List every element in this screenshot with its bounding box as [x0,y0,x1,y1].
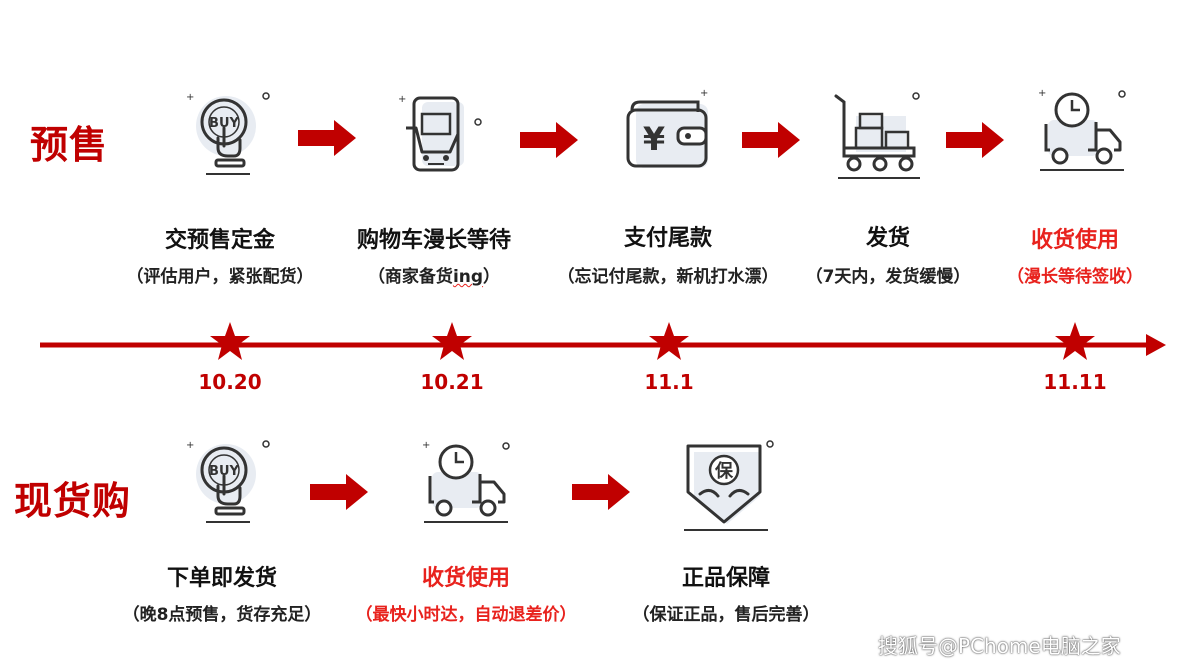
watermark: 搜狐号@PChome电脑之家 [878,634,1121,658]
step-title: 支付尾款 [623,226,712,251]
step-subtitle: （评估用户，紧张配货） [126,267,314,287]
timeline-date: 10.21 [420,370,484,394]
flow-arrow [298,120,356,156]
svg-text:保: 保 [714,460,734,482]
timeline-date: 11.11 [1043,370,1107,394]
flow-arrow [742,122,800,158]
svg-text:¥: ¥ [643,120,665,158]
step-subtitle: （忘记付尾款，新机打水漂） [557,267,779,287]
flow-arrow [572,474,630,510]
flow-arrow [520,122,578,158]
step-title: 正品保障 [681,566,770,591]
timeline-star-icon [1055,322,1095,360]
svg-text:+: + [1038,88,1046,99]
yuan-wallet-icon: ¥ + [626,88,708,168]
step-subtitle: （7天内，发货缓慢） [805,267,971,287]
svg-text:+: + [186,440,194,451]
step-title: 发货 [865,226,910,251]
step-title-highlight: 收货使用 [421,566,510,591]
timeline-date: 10.20 [198,370,262,394]
step-subtitle-highlight: （最快小时达，自动退差价） [355,605,577,625]
presale-label: 预售 [30,123,109,167]
step-subtitle: （保证正品，售后完善） [632,605,820,625]
timeline-date: 11.1 [644,370,694,394]
spellcheck-underlined-word: ing [452,267,484,287]
delivery-truck-clock-icon: + [1038,88,1126,171]
svg-text:+: + [422,440,430,451]
timeline-star-icon [649,322,689,360]
timeline-line [40,334,1166,356]
step-subtitle: （晚8点预售，货存充足） [122,605,322,625]
step-subtitle: （商家备货ing） [367,267,501,287]
buy-touch-icon: BUY + [186,92,270,175]
guarantee-shield-icon: 保 [684,440,774,531]
svg-text:BUY: BUY [209,116,239,131]
step-subtitle-highlight: （漫长等待签收） [1007,267,1143,287]
buy-touch-icon: BUY + [186,440,270,523]
svg-text:+: + [186,92,194,103]
shopping-cart-icon: + [398,94,482,172]
step-title: 购物车漫长等待 [356,228,511,253]
cargo-cart-icon [834,92,920,179]
timeline-star-icon [210,322,250,360]
flow-arrow [946,122,1004,158]
step-title: 交预售定金 [164,228,275,253]
svg-text:+: + [700,88,708,99]
svg-text:BUY: BUY [209,464,239,479]
svg-text:+: + [398,94,406,105]
instock-label: 现货购 [14,479,132,523]
step-title: 下单即发货 [166,566,277,591]
delivery-truck-clock-icon: + [422,440,510,523]
timeline-star-icon [432,322,472,360]
flow-arrow [310,474,368,510]
step-title-highlight: 收货使用 [1030,228,1119,253]
